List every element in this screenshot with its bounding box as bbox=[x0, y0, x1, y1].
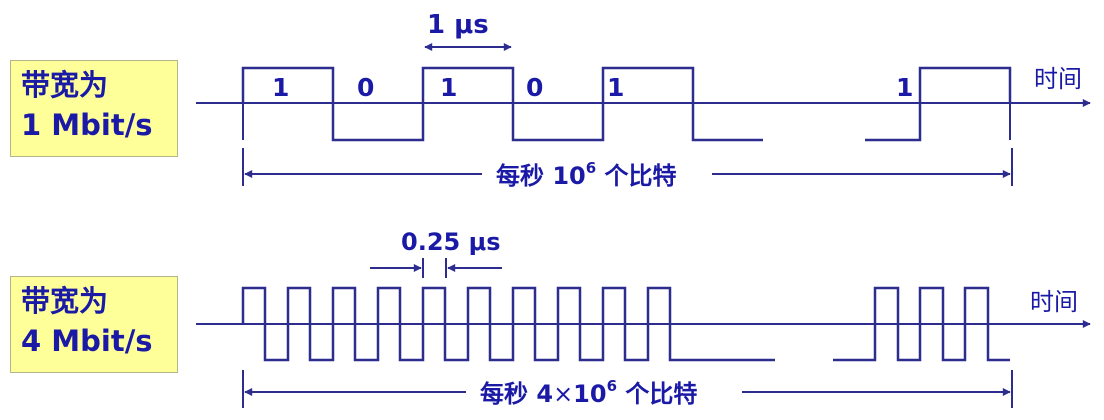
bit-value: 0 bbox=[526, 73, 543, 102]
square-wave-top-b bbox=[865, 66, 1012, 142]
bandwidth-label-1mbps: 带宽为 1 Mbit/s bbox=[10, 60, 178, 157]
interval-label-bottom: 0.25 μs bbox=[401, 228, 501, 256]
bandwidth-label-line2: 1 Mbit/s bbox=[21, 108, 153, 142]
square-wave-bottom-a bbox=[241, 286, 775, 362]
span-label-exponent: 6 bbox=[586, 159, 596, 177]
span-label-bottom: 每秒 4×106 个比特 bbox=[480, 377, 697, 408]
bandwidth-label-line1: 带宽为 bbox=[21, 284, 109, 318]
span-label-prefix: 每秒 4 bbox=[480, 380, 553, 408]
span-label-times: × bbox=[553, 380, 573, 408]
span-label-suffix: 个比特 bbox=[617, 380, 697, 408]
span-label-suffix: 个比特 bbox=[596, 162, 676, 190]
time-axis-label-top: 时间 bbox=[1034, 65, 1082, 93]
bandwidth-label-4mbps: 带宽为 4 Mbit/s bbox=[10, 276, 178, 373]
square-wave-bottom-b bbox=[833, 286, 1010, 362]
interval-label-top: 1 μs bbox=[427, 10, 489, 40]
time-axis-label-bottom: 时间 bbox=[1030, 288, 1078, 316]
bit-value: 0 bbox=[357, 73, 374, 102]
bit-value: 1 bbox=[896, 73, 913, 102]
square-wave-top-a bbox=[241, 66, 763, 142]
span-label-top: 每秒 106 个比特 bbox=[496, 159, 677, 190]
bit-value: 1 bbox=[607, 73, 624, 102]
bandwidth-label-line2: 4 Mbit/s bbox=[21, 324, 153, 358]
span-label-exponent: 6 bbox=[607, 377, 617, 395]
span-label-prefix: 每秒 10 bbox=[496, 162, 586, 190]
span-label-base: 10 bbox=[573, 380, 606, 408]
bit-value: 1 bbox=[440, 73, 457, 102]
bandwidth-label-line1: 带宽为 bbox=[21, 68, 109, 102]
bit-value: 1 bbox=[272, 73, 289, 102]
